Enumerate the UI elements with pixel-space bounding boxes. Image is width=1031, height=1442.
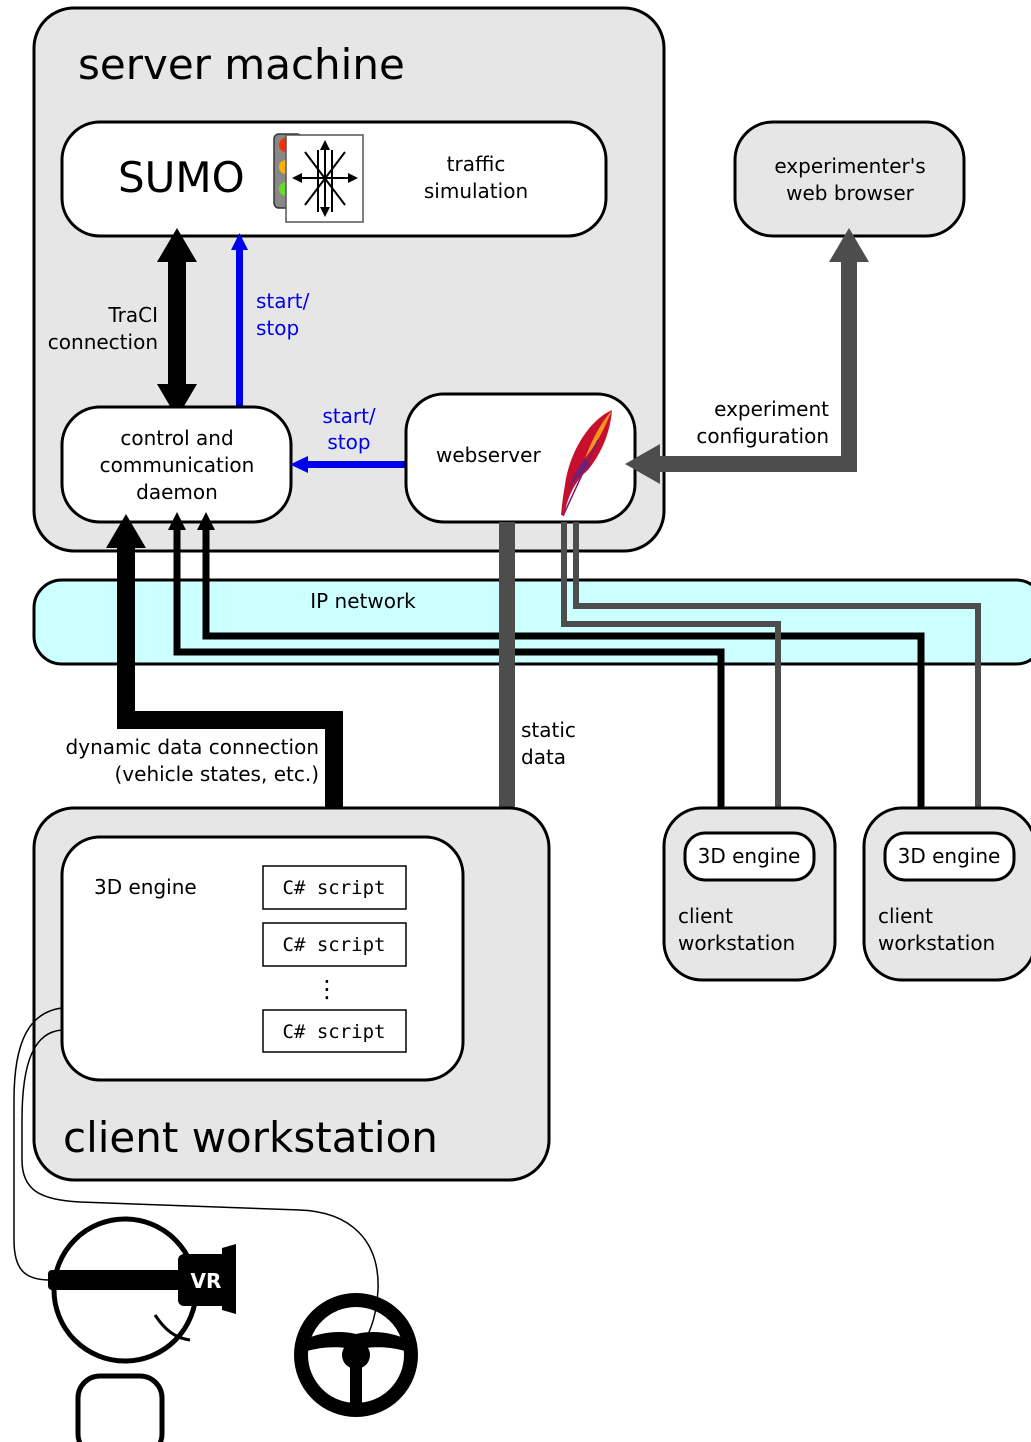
daemon-box: control and communication daemon bbox=[60, 405, 293, 524]
static-data-line1: static bbox=[521, 718, 576, 742]
dynamic-connection-line2: (vehicle states, etc.) bbox=[115, 762, 320, 786]
sumo-desc-line1: traffic bbox=[447, 152, 506, 176]
client-workstation-small-2: 3D engine client workstation bbox=[862, 806, 1031, 982]
start-stop-arrow-sumo bbox=[231, 233, 248, 408]
user-figure: VR bbox=[48, 1216, 236, 1442]
static-data-line2: data bbox=[521, 745, 566, 769]
small-client-line1-1: client bbox=[678, 904, 733, 928]
sumo-box: SUMO traffic simulation bbox=[60, 120, 608, 238]
steering-wheel-icon bbox=[294, 1293, 418, 1417]
experiment-config-line1: experiment bbox=[714, 397, 829, 421]
user-body bbox=[75, 1373, 165, 1442]
server-machine: server machine SUMO traffic simulation bbox=[32, 6, 666, 553]
sumo-traffic-light-logo-icon bbox=[273, 133, 364, 223]
script-label-3: C# script bbox=[283, 1021, 386, 1043]
browser-label-line1: experimenter's bbox=[774, 154, 925, 178]
browser-box: experimenter's web browser bbox=[733, 120, 966, 238]
ip-network-label: IP network bbox=[310, 589, 416, 613]
daemon-label-line3: daemon bbox=[136, 480, 218, 504]
client-workstation-main: client workstation 3D engine C# script C… bbox=[32, 806, 551, 1182]
scripts-ellipsis: ⋮ bbox=[315, 975, 339, 1003]
small-engine-label-2: 3D engine bbox=[898, 844, 1001, 868]
small-client-line2-2: workstation bbox=[878, 931, 995, 955]
traci-label-line2: connection bbox=[48, 330, 158, 354]
start-stop-arrow-daemon bbox=[290, 456, 407, 473]
csharp-script-1: C# script bbox=[262, 865, 407, 910]
start-stop-label-2-line2: stop bbox=[327, 430, 370, 454]
csharp-script-2: C# script bbox=[262, 922, 407, 967]
start-stop-label-1-line2: stop bbox=[256, 316, 299, 340]
csharp-script-3: C# script bbox=[262, 1009, 407, 1053]
engine-box-main: 3D engine C# script C# script ⋮ C# scrip… bbox=[60, 835, 465, 1082]
daemon-label-line1: control and bbox=[120, 426, 233, 450]
vr-headset-icon: VR bbox=[48, 1244, 236, 1314]
client-workstation-title: client workstation bbox=[63, 1113, 438, 1162]
ip-network-band: IP network bbox=[32, 578, 1031, 666]
vr-label: VR bbox=[191, 1269, 222, 1293]
webserver-box: webserver bbox=[404, 392, 637, 524]
apache-feather-icon bbox=[561, 410, 612, 517]
sumo-desc-line2: simulation bbox=[424, 179, 528, 203]
daemon-label-line2: communication bbox=[100, 453, 255, 477]
small-client-line2-1: workstation bbox=[678, 931, 795, 955]
server-machine-title: server machine bbox=[78, 40, 405, 89]
webserver-label: webserver bbox=[436, 443, 541, 467]
sumo-title: SUMO bbox=[118, 153, 245, 202]
small-engine-label-1: 3D engine bbox=[698, 844, 801, 868]
traci-arrow bbox=[157, 228, 197, 418]
client-workstation-small-1: 3D engine client workstation bbox=[662, 806, 837, 982]
dynamic-connection-line1: dynamic data connection bbox=[66, 735, 319, 759]
start-stop-label-2-line1: start/ bbox=[322, 404, 376, 428]
user-smile bbox=[153, 1314, 191, 1342]
experiment-config-line2: configuration bbox=[696, 424, 829, 448]
engine-label-main: 3D engine bbox=[94, 875, 197, 899]
small-client-line1-2: client bbox=[878, 904, 933, 928]
browser-label-line2: web browser bbox=[786, 181, 915, 205]
daemon-client-lines bbox=[168, 512, 931, 835]
script-label-2: C# script bbox=[283, 934, 386, 956]
script-label-1: C# script bbox=[283, 877, 386, 899]
config-arrow bbox=[625, 228, 869, 484]
traci-label-line1: TraCI bbox=[107, 303, 158, 327]
start-stop-label-1-line1: start/ bbox=[256, 289, 310, 313]
